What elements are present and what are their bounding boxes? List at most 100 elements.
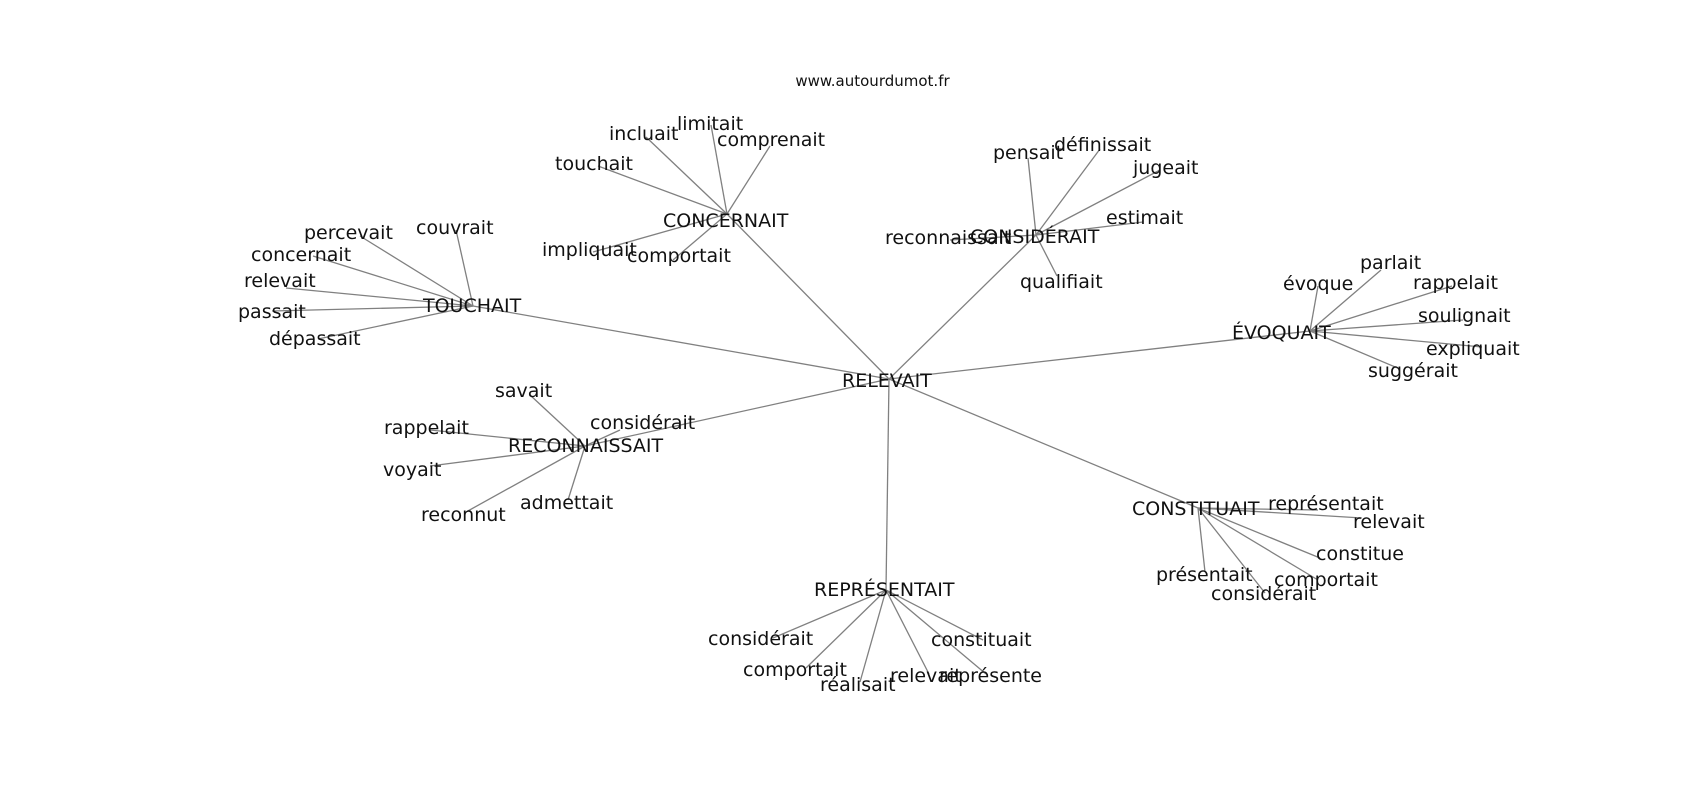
edge-evoq-e6 <box>1309 330 1401 370</box>
edge-releva-evoq <box>888 330 1311 380</box>
edge-touch-t1 <box>359 235 474 307</box>
leaf-node-label[interactable]: définissait <box>1054 134 1151 156</box>
hub-node-label[interactable]: CONCERNAIT <box>663 210 789 232</box>
leaf-node-label[interactable]: incluait <box>609 123 678 145</box>
edge-cst-s5 <box>1197 507 1319 581</box>
edge-cons-d1 <box>1027 157 1037 236</box>
leaf-node-label[interactable]: évoque <box>1283 273 1353 295</box>
leaf-node-label[interactable]: reconnaissait <box>885 227 1011 249</box>
edge-conc-c3 <box>726 145 771 215</box>
hub-node-label[interactable]: CONSTITUAIT <box>1132 498 1260 520</box>
edge-reco-r1 <box>529 394 586 447</box>
leaf-node-label[interactable]: jugeait <box>1132 157 1198 179</box>
leaf-node-label[interactable]: qualifiait <box>1020 271 1103 293</box>
edge-releva-cst <box>888 378 1199 509</box>
leaf-node-label[interactable]: passait <box>238 301 306 323</box>
leaf-node-label[interactable]: constituait <box>931 629 1032 651</box>
leaf-node-label[interactable]: parlait <box>1360 252 1421 274</box>
edge-conc-c5 <box>592 213 728 253</box>
edge-repr-p2 <box>885 589 984 641</box>
edge-reco-r2 <box>584 429 621 447</box>
edge-touch-t5 <box>271 305 474 312</box>
leaf-node-label[interactable]: pensait <box>993 142 1063 164</box>
center-node-label[interactable]: RELEVAIT <box>842 370 932 392</box>
leaf-node-label[interactable]: rappelait <box>384 417 469 439</box>
leaf-node-label[interactable]: représente <box>939 665 1042 687</box>
leaf-node-label[interactable]: voyait <box>383 459 441 481</box>
edge-touch-t3 <box>312 255 474 307</box>
leaf-node-label[interactable]: considérait <box>1211 583 1316 605</box>
leaf-node-label[interactable]: rappelait <box>1413 272 1498 294</box>
edge-cst-s1 <box>1197 507 1319 511</box>
leaf-node-label[interactable]: considérait <box>590 412 695 434</box>
edge-releva-touch <box>472 305 890 380</box>
edge-touch-t6 <box>317 305 474 340</box>
leaf-node-label[interactable]: suggérait <box>1368 360 1458 382</box>
edge-conc-c2 <box>710 124 728 215</box>
leaf-node-label[interactable]: considérait <box>708 628 813 650</box>
edge-reco-r3 <box>429 429 586 447</box>
leaf-node-label[interactable]: réalisait <box>820 674 896 696</box>
leaf-node-label[interactable]: comprenait <box>717 129 825 151</box>
edge-evoq-e3 <box>1309 285 1453 332</box>
edge-repr-p1 <box>772 589 887 639</box>
leaf-node-label[interactable]: dépassait <box>269 328 361 350</box>
edge-cons-d4 <box>1035 221 1144 236</box>
edge-cons-d6 <box>1035 234 1058 277</box>
edge-cst-s6 <box>1197 507 1266 594</box>
edge-repr-p6 <box>859 589 887 683</box>
edge-reco-r5 <box>567 445 586 501</box>
leaf-node-label[interactable]: relevait <box>1353 511 1425 533</box>
edge-evoq-e1 <box>1309 269 1382 332</box>
leaf-node-label[interactable]: comportait <box>1274 569 1378 591</box>
leaf-node-label[interactable]: relevait <box>890 665 962 687</box>
edge-cons-d2 <box>1035 148 1101 236</box>
edge-repr-p3 <box>805 589 887 669</box>
edge-conc-c4 <box>597 165 728 215</box>
leaf-node-label[interactable]: reconnut <box>421 504 506 526</box>
edge-cons-d5 <box>949 234 1037 241</box>
leaf-node-label[interactable]: percevait <box>304 222 393 244</box>
edge-repr-p4 <box>885 589 930 675</box>
watermark-text: www.autourdumot.fr <box>795 72 950 90</box>
leaf-node-label[interactable]: touchait <box>555 153 633 175</box>
leaf-node-label[interactable]: estimait <box>1106 207 1183 229</box>
edge-evoq-e5 <box>1309 330 1483 348</box>
edge-evoq-e4 <box>1309 319 1464 332</box>
edge-cst-s4 <box>1197 507 1206 573</box>
leaf-node-label[interactable]: comportait <box>627 245 731 267</box>
hub-node-label[interactable]: RECONNAISSAIT <box>508 435 664 457</box>
leaf-node-label[interactable]: concernait <box>251 244 351 266</box>
leaf-node-label[interactable]: constitue <box>1316 543 1404 565</box>
leaf-node-label[interactable]: présentait <box>1156 564 1253 586</box>
edge-reco-r6 <box>465 445 586 513</box>
hub-node-label[interactable]: TOUCHAIT <box>422 295 522 317</box>
leaf-node-label[interactable]: limitait <box>677 113 743 135</box>
edge-touch-t4 <box>285 287 474 307</box>
leaf-node-label[interactable]: impliquait <box>542 239 637 261</box>
hub-node-label[interactable]: REPRÉSENTAIT <box>814 578 955 601</box>
edge-evoq-e2 <box>1309 285 1319 332</box>
leaf-node-label[interactable]: couvrait <box>416 217 494 239</box>
leaf-node-label[interactable]: admettait <box>520 492 613 514</box>
leaf-node-label[interactable]: savait <box>495 380 552 402</box>
edge-releva-reco <box>584 378 890 447</box>
hub-node-label[interactable]: ÉVOQUAIT <box>1232 321 1331 344</box>
edge-repr-p5 <box>885 589 987 675</box>
edge-releva-cons <box>888 234 1037 380</box>
edge-reco-r4 <box>429 445 586 467</box>
edge-cons-d3 <box>1035 169 1161 236</box>
leaf-node-label[interactable]: expliquait <box>1426 338 1520 360</box>
leaf-node-label[interactable]: représentait <box>1268 493 1384 515</box>
edge-releva-repr <box>885 378 890 591</box>
leaf-node-label[interactable]: soulignait <box>1418 305 1511 327</box>
edge-releva-conc <box>726 213 890 380</box>
edge-conc-c6 <box>672 213 728 261</box>
edge-cst-s2 <box>1197 507 1363 519</box>
hub-node-label[interactable]: CONSIDÉRAIT <box>970 225 1100 248</box>
leaf-node-label[interactable]: comportait <box>743 659 847 681</box>
leaf-node-label[interactable]: relevait <box>244 270 316 292</box>
edge-conc-c1 <box>645 136 728 215</box>
